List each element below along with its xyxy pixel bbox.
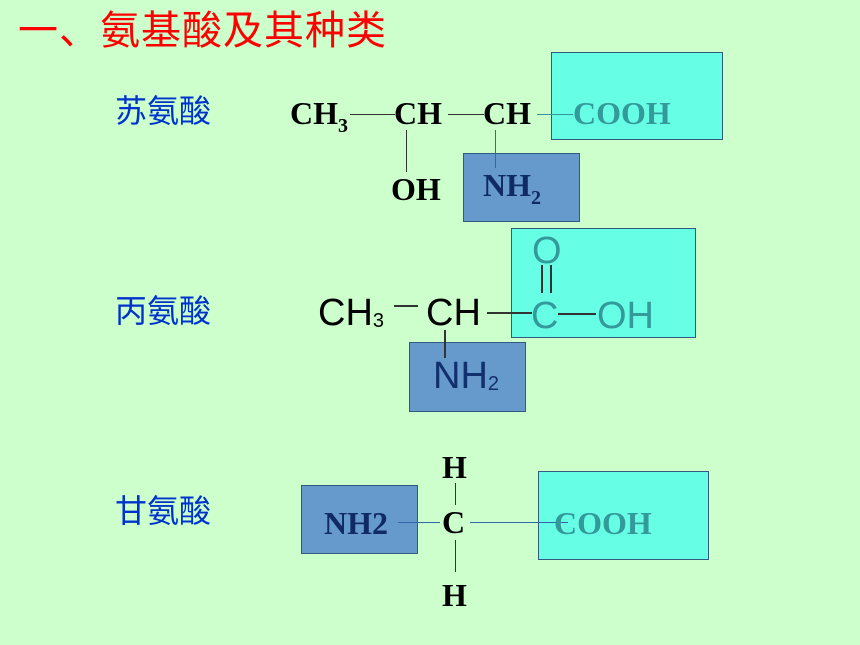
glycine-amino-box [301, 485, 418, 554]
alanine-amino-text: NH [433, 355, 488, 397]
glycine-bond-c-h-top [455, 483, 456, 505]
alanine-methyl-subscript: 3 [372, 310, 385, 332]
threonine-carboxyl-box [551, 52, 723, 140]
threonine-bond-c2-c3 [448, 114, 484, 115]
alanine-ch: CH [426, 292, 481, 334]
threonine-methyl-subscript: 3 [338, 115, 348, 137]
threonine-bond-c3-nh2 [495, 130, 496, 168]
threonine-name: 苏氨酸 [115, 92, 212, 130]
alanine-double-bond-left [541, 265, 543, 293]
threonine-cooh: COOH [573, 95, 671, 131]
threonine-ch-a: CH [394, 95, 442, 131]
alanine-bond-c-oh [558, 313, 596, 315]
alanine-amino-box [409, 342, 526, 412]
threonine-methyl-text: CH [290, 95, 338, 131]
alanine-bond-c1-c2 [394, 305, 418, 307]
alanine-methyl-text: CH [318, 292, 373, 334]
glycine-h-top: H [442, 449, 467, 485]
glycine-bond-c-h-bottom [455, 540, 456, 572]
alanine-amino-subscript: 2 [487, 373, 500, 395]
slide-title: 一、氨基酸及其种类 [18, 8, 387, 54]
threonine-amino-text: NH [483, 167, 531, 203]
glycine-bond-c-cooh [470, 522, 568, 523]
threonine-ch-b: CH [483, 95, 531, 131]
threonine-hydroxyl: OH [391, 171, 441, 207]
glycine-amino: NH2 [324, 505, 388, 541]
threonine-amino-subscript: 2 [531, 187, 541, 209]
glycine-name: 甘氨酸 [115, 492, 212, 530]
glycine-bond-nh2-c [398, 522, 440, 523]
threonine-bond-c3-cooh [537, 114, 573, 115]
alanine-hydroxyl: OH [597, 295, 654, 337]
alanine-name: 丙氨酸 [115, 292, 212, 330]
threonine-bond-c1-c2 [350, 114, 395, 115]
glycine-h-bottom: H [442, 577, 467, 613]
alanine-carbonyl-oxygen: O [532, 230, 562, 272]
alanine-bond-c2-nh2 [444, 330, 446, 358]
threonine-methyl: CH3 [290, 97, 348, 136]
alanine-methyl: CH3 [318, 294, 384, 332]
glycine-carbon: C [442, 504, 466, 540]
alanine-amino: NH2 [433, 357, 499, 395]
glycine-carboxyl-box [538, 471, 709, 560]
threonine-amino-box [463, 153, 580, 222]
alanine-carbonyl-carbon: C [531, 295, 559, 337]
threonine-amino: NH2 [483, 169, 541, 208]
alanine-bond-c2-c3 [487, 312, 532, 314]
threonine-bond-c2-oh [406, 130, 407, 172]
glycine-cooh: COOH [554, 505, 652, 541]
alanine-double-bond-right [550, 265, 552, 293]
